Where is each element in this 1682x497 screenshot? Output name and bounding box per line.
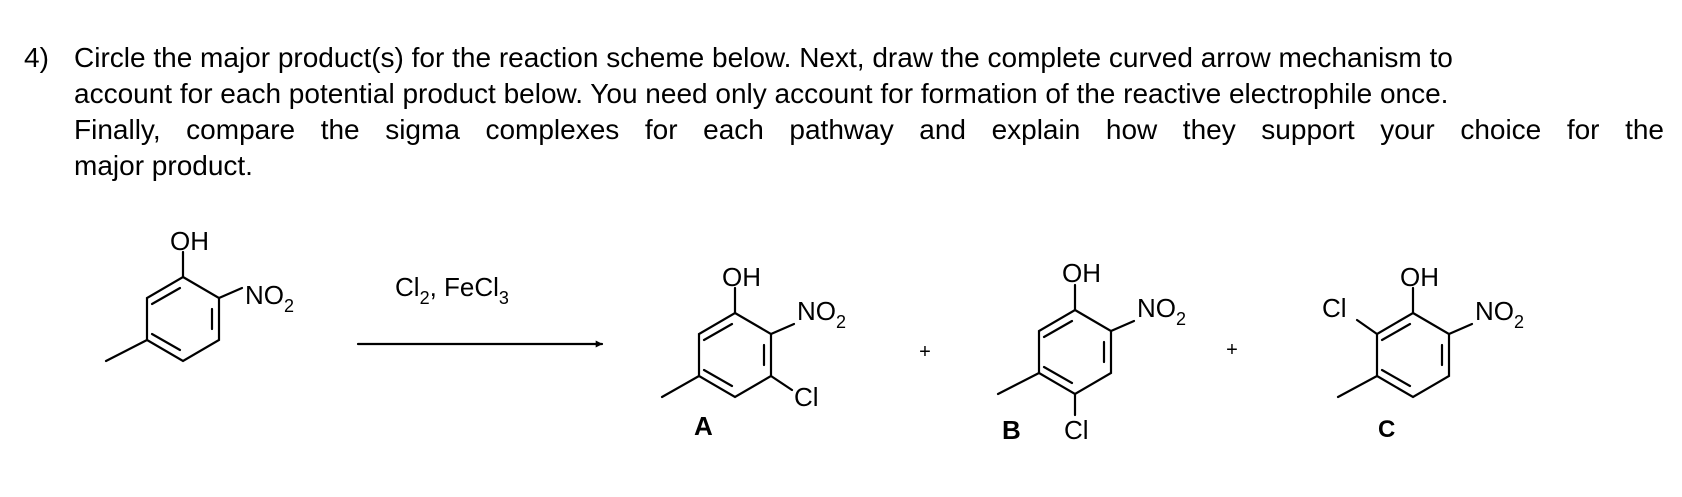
question-number: 4) [24, 42, 49, 73]
sm-no2-label: NO2 [245, 280, 294, 316]
plus-sign-2: + [1226, 339, 1238, 361]
question-block: 4) Circle the major product(s) for the r… [24, 40, 1664, 184]
question-line-1: Circle the major product(s) for the reac… [74, 42, 1453, 73]
product-c: OH NO2 Cl C [1322, 262, 1524, 443]
question-line-3: Finally, compare the sigma complexes for… [74, 114, 1664, 145]
a-cl-label: Cl [794, 382, 819, 412]
b-cl-label: Cl [1064, 415, 1089, 445]
a-no2-label: NO2 [797, 296, 846, 332]
c-oh-label: OH [1400, 262, 1439, 292]
reagents-label: Cl2, FeCl3 [395, 272, 509, 308]
product-c-label: C [1378, 416, 1395, 443]
question-text: Circle the major product(s) for the reac… [74, 40, 1664, 184]
a-oh-label: OH [722, 262, 761, 292]
c-no2-label: NO2 [1475, 296, 1524, 332]
question-line-2: account for each potential product below… [74, 78, 1449, 109]
reaction-arrow: Cl2, FeCl3 [356, 272, 604, 348]
product-b: OH NO2 Cl B [996, 258, 1186, 445]
plus-sign-1: + [919, 341, 931, 363]
question-line-4: major product. [74, 150, 253, 181]
sm-oh-label: OH [170, 226, 209, 256]
b-oh-label: OH [1062, 258, 1101, 288]
c-cl-label: Cl [1322, 293, 1347, 323]
product-a: OH NO2 Cl A [660, 262, 846, 441]
product-b-label: B [1002, 415, 1021, 445]
starting-material: OH NO2 [104, 226, 294, 363]
product-a-label: A [694, 411, 713, 441]
b-no2-label: NO2 [1137, 293, 1186, 329]
